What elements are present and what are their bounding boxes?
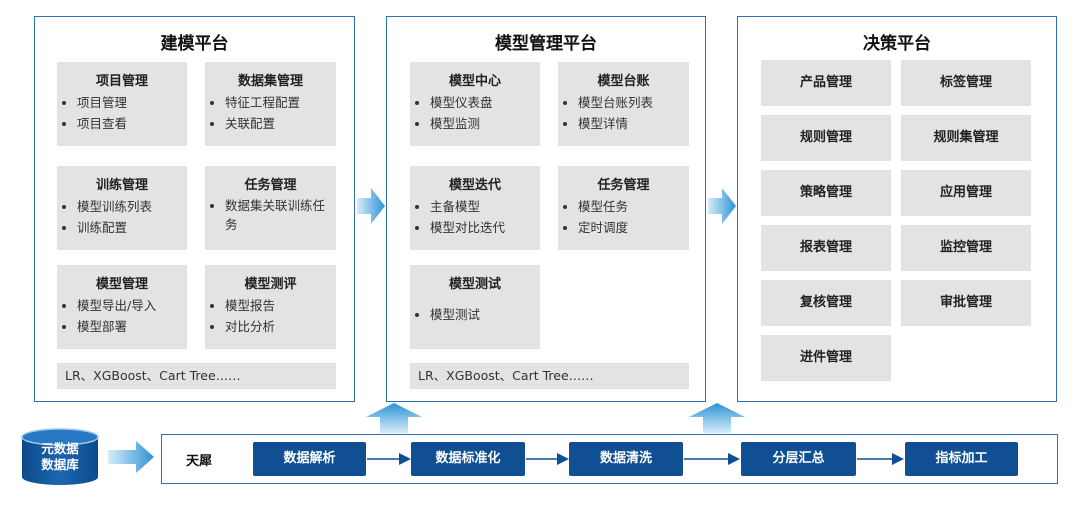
module-item: 模型台账列表	[578, 92, 683, 113]
arrow-right-icon	[526, 453, 569, 465]
module-item: 项目查看	[77, 113, 181, 134]
up-arrow-icon	[366, 403, 422, 433]
module-training-mgmt[interactable]: 训练管理 模型训练列表 训练配置	[57, 166, 187, 250]
decision-platform-title: 决策平台	[863, 34, 931, 54]
module-item: 数据集关联训练任务	[225, 196, 326, 234]
module-item: 模型详情	[578, 113, 683, 134]
decision-item-approval[interactable]: 审批管理	[901, 280, 1031, 326]
model-mgmt-platform-panel: 模型管理平台 模型中心 模型仪表盘 模型监测 模型台账 模型台账列表 模型详情 …	[386, 16, 706, 402]
decision-item-review[interactable]: 复核管理	[761, 280, 891, 326]
right-arrow-icon	[708, 188, 736, 224]
module-model-center[interactable]: 模型中心 模型仪表盘 模型监测	[410, 62, 540, 146]
step-metric-processing[interactable]: 指标加工	[905, 442, 1018, 476]
module-title: 项目管理	[95, 74, 148, 89]
decision-item-ruleset[interactable]: 规则集管理	[901, 115, 1031, 161]
algorithms-bar: LR、XGBoost、Cart Tree……	[57, 363, 336, 389]
database-label-line: 元数据	[41, 441, 79, 456]
module-title: 模型测试	[448, 277, 501, 292]
module-dataset-mgmt[interactable]: 数据集管理 特征工程配置 关联配置	[205, 62, 336, 146]
module-item: 特征工程配置	[225, 92, 330, 113]
step-data-cleaning[interactable]: 数据清洗	[569, 442, 683, 476]
right-arrow-icon	[357, 188, 385, 224]
decision-platform-panel: 决策平台 产品管理 标签管理 规则管理 规则集管理 策略管理 应用管理 报表管理…	[737, 16, 1057, 402]
modeling-platform-title: 建模平台	[160, 34, 229, 54]
module-title: 训练管理	[95, 178, 148, 193]
module-task-mgmt-2[interactable]: 任务管理 模型任务 定时调度	[558, 166, 689, 250]
decision-item-application-intake[interactable]: 进件管理	[761, 335, 891, 381]
module-item: 对比分析	[225, 316, 330, 337]
module-item: 关联配置	[225, 113, 330, 134]
module-item: 模型监测	[430, 113, 534, 134]
arrow-right-icon	[367, 453, 411, 465]
module-project-mgmt[interactable]: 项目管理 项目管理 项目查看	[57, 62, 187, 146]
module-item: 模型训练列表	[77, 196, 181, 217]
module-item: 训练配置	[77, 217, 181, 238]
module-title: 任务管理	[597, 178, 650, 193]
module-model-ledger[interactable]: 模型台账 模型台账列表 模型详情	[558, 62, 689, 146]
module-title: 模型测评	[244, 277, 297, 292]
arrow-right-icon	[684, 453, 740, 465]
module-item: 模型仪表盘	[430, 92, 534, 113]
arrow-right-icon	[857, 453, 904, 465]
module-title: 模型迭代	[448, 178, 501, 193]
module-item: 主备模型	[430, 196, 534, 217]
step-layered-aggregation[interactable]: 分层汇总	[741, 442, 856, 476]
up-arrow-icon	[689, 403, 745, 433]
module-task-mgmt[interactable]: 任务管理 数据集关联训练任务	[205, 166, 336, 250]
data-pipeline: 天犀 数据解析 数据标准化 数据清洗 分层汇总 指标加工	[161, 434, 1058, 484]
step-data-standardization[interactable]: 数据标准化	[411, 442, 525, 476]
module-model-iteration[interactable]: 模型迭代 主备模型 模型对比迭代	[410, 166, 540, 250]
module-title: 模型台账	[597, 74, 650, 89]
step-data-parsing[interactable]: 数据解析	[253, 442, 366, 476]
right-arrow-icon	[108, 441, 154, 473]
module-item: 模型测试	[430, 304, 534, 325]
module-model-eval[interactable]: 模型测评 模型报告 对比分析	[205, 265, 336, 349]
decision-item-monitor[interactable]: 监控管理	[901, 225, 1031, 271]
module-item: 模型任务	[578, 196, 683, 217]
decision-item-tag[interactable]: 标签管理	[901, 60, 1031, 106]
module-item: 模型报告	[225, 295, 330, 316]
modeling-platform-panel: 建模平台 项目管理 项目管理 项目查看 数据集管理 特征工程配置 关联配置 训练…	[34, 16, 355, 402]
model-mgmt-platform-title: 模型管理平台	[495, 34, 597, 54]
module-title: 任务管理	[244, 178, 297, 193]
module-item: 模型部署	[77, 316, 181, 337]
module-title: 模型中心	[448, 74, 501, 89]
pipeline-source-label: 天犀	[186, 454, 213, 469]
module-item: 模型对比迭代	[430, 217, 534, 238]
module-item: 定时调度	[578, 217, 683, 238]
algorithms-bar: LR、XGBoost、Cart Tree……	[410, 363, 689, 389]
database-icon	[21, 428, 99, 485]
module-item: 模型导出/导入	[77, 295, 181, 316]
decision-item-application[interactable]: 应用管理	[901, 170, 1031, 216]
database-label: 元数据 数据库	[20, 441, 100, 473]
database-label-line: 数据库	[41, 457, 79, 472]
module-title: 数据集管理	[237, 74, 303, 89]
module-model-mgmt[interactable]: 模型管理 模型导出/导入 模型部署	[57, 265, 187, 349]
decision-item-report[interactable]: 报表管理	[761, 225, 891, 271]
module-model-test[interactable]: 模型测试 模型测试	[410, 265, 540, 349]
module-item: 项目管理	[77, 92, 181, 113]
decision-item-strategy[interactable]: 策略管理	[761, 170, 891, 216]
module-title: 模型管理	[95, 277, 148, 292]
decision-item-product[interactable]: 产品管理	[761, 60, 891, 106]
decision-item-rule[interactable]: 规则管理	[761, 115, 891, 161]
